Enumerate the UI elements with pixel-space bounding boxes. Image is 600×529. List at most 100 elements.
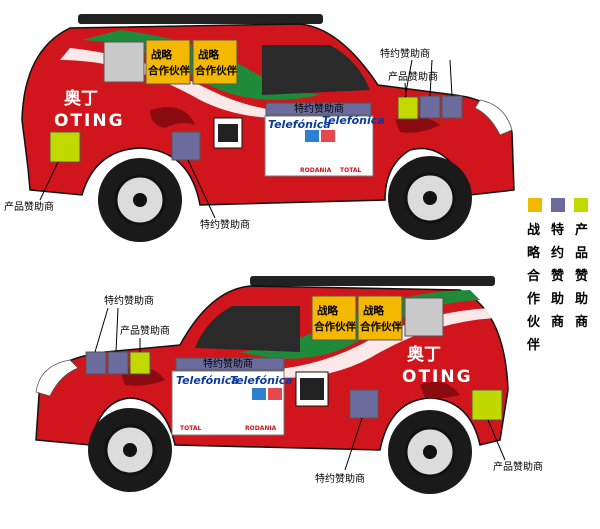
top-product-box-rear xyxy=(49,131,81,163)
top-callout-product-rear: 产品赞助商 xyxy=(4,200,54,213)
bottom-strategic-box-2 xyxy=(357,295,403,341)
top-emblem-inner xyxy=(218,124,238,142)
bottom-product-box-rear xyxy=(471,389,503,421)
bottom-front-wheel xyxy=(88,408,172,492)
legend-special-3: 助 xyxy=(551,291,564,307)
top-special-box-door xyxy=(171,131,201,161)
legend-product-1: 品 xyxy=(575,246,588,261)
legend-swatch-strategic xyxy=(528,198,542,212)
top-leader-product-rear xyxy=(39,161,59,201)
legend-strategic-1: 略 xyxy=(527,245,541,261)
bottom-special-banner-text: 特约赞助商 xyxy=(203,357,253,370)
legend-product-3: 助 xyxy=(575,291,588,307)
bottom-car: 战略 合作伙伴 战略 合作伙伴 奥丁 OTING 特约赞助商 Telefónic… xyxy=(35,276,543,494)
bottom-callout-product-front: 产品赞助商 xyxy=(120,324,170,337)
top-swirl-front xyxy=(395,116,440,133)
top-strategic-box-1 xyxy=(145,39,191,85)
top-logo-telefonica-1: Telefónica xyxy=(268,118,331,131)
legend-strategic-0: 战 xyxy=(527,222,540,238)
top-strategic-box-2-l2: 合作伙伴 xyxy=(194,64,237,77)
legend-strategic-2: 合 xyxy=(527,268,541,284)
legend-strategic-4: 伙 xyxy=(527,314,541,330)
bottom-roof-rack xyxy=(250,276,495,286)
top-sponsor-panel xyxy=(264,115,374,177)
top-leader-special-door xyxy=(187,159,216,219)
legend-special-1: 约 xyxy=(551,245,564,261)
legend-strategic-5: 伴 xyxy=(526,337,540,353)
top-product-box-front xyxy=(397,96,419,120)
bottom-special-box-front-2 xyxy=(107,351,129,375)
bottom-logo-number-b xyxy=(268,388,282,400)
bottom-callout-product-rear: 产品赞助商 xyxy=(493,460,543,473)
top-brand-en: OTING xyxy=(54,111,125,131)
bottom-leader-special-front-1 xyxy=(94,307,109,353)
bottom-emblem-inner xyxy=(300,378,324,400)
bottom-leader-product-rear xyxy=(487,419,506,461)
bottom-special-box-front-1 xyxy=(85,351,107,375)
top-leader-special-front-1 xyxy=(404,59,413,98)
top-strategic-box-1-l1: 战略 xyxy=(151,48,172,61)
bottom-rear-wheel xyxy=(388,410,472,494)
top-headlight xyxy=(474,99,513,136)
legend-product-0: 产 xyxy=(575,222,588,238)
bottom-logo-rodania: RODANIA xyxy=(245,425,277,432)
top-roof-rack xyxy=(78,14,323,24)
bottom-logo-number-a xyxy=(252,388,266,400)
top-callout-product-front: 产品赞助商 xyxy=(388,70,438,83)
bottom-strategic-box-1-l2: 合作伙伴 xyxy=(313,320,356,333)
top-strategic-box-1-l2: 合作伙伴 xyxy=(147,64,190,77)
legend-swatch-special xyxy=(551,198,565,212)
legend-product-2: 赞 xyxy=(574,268,588,284)
legend-special-0: 特 xyxy=(551,222,564,238)
top-callout-special-front: 特约赞助商 xyxy=(380,47,430,60)
bottom-logo-telefonica-1: Telefónica xyxy=(176,374,239,387)
bottom-swirl-rear xyxy=(420,381,460,399)
top-swirl-rear xyxy=(150,107,195,128)
top-logo-number-a xyxy=(305,130,319,142)
bottom-leader-special-door xyxy=(344,417,363,471)
legend-strategic-3: 作 xyxy=(527,291,540,307)
top-window xyxy=(262,45,370,95)
bottom-strategic-box-2-l1: 战略 xyxy=(363,304,384,317)
top-gray-box xyxy=(103,41,145,83)
top-special-banner-text: 特约赞助商 xyxy=(294,102,344,115)
top-leader-product-front xyxy=(404,82,407,98)
top-special-box-front-1 xyxy=(419,95,441,119)
top-leader-special-front-3 xyxy=(449,59,453,97)
legend-product-4: 商 xyxy=(575,314,588,330)
top-front-wheel xyxy=(388,156,472,240)
top-logo-total: TOTAL xyxy=(340,167,361,174)
bottom-brand-cn: 奥丁 xyxy=(407,344,441,365)
top-car: 战略 合作伙伴 战略 合作伙伴 奥丁 OTING 特约赞助商 Telefónic… xyxy=(4,14,515,242)
top-special-banner xyxy=(265,102,372,116)
top-brand-cn: 奥丁 xyxy=(64,88,98,109)
top-logo-telefonica-2: Telefónica xyxy=(322,114,385,127)
bottom-sponsor-panel xyxy=(171,370,285,436)
top-logo-number-b xyxy=(321,130,335,142)
legend-special-2: 赞 xyxy=(550,268,564,284)
top-strategic-box-2 xyxy=(192,39,238,85)
bottom-strategic-box-1 xyxy=(311,295,357,341)
bottom-leader-special-front-2 xyxy=(115,307,119,353)
bottom-logo-total: TOTAL xyxy=(180,425,201,432)
bottom-brand-en: OTING xyxy=(402,367,473,387)
top-callout-special-door: 特约赞助商 xyxy=(200,218,250,231)
top-rear-wheel xyxy=(98,158,182,242)
bottom-special-box-door xyxy=(349,389,379,419)
bottom-callout-special-door: 特约赞助商 xyxy=(315,472,365,485)
top-logo-rodania: RODANIA xyxy=(300,167,332,174)
legend: 战 略 合 作 伙 伴 特 约 赞 助 商 产 品 赞 助 商 xyxy=(526,198,588,353)
bottom-strategic-box-2-l2: 合作伙伴 xyxy=(359,320,402,333)
bottom-strategic-box-1-l1: 战略 xyxy=(317,304,338,317)
top-strategic-box-2-l1: 战略 xyxy=(198,48,219,61)
bottom-gray-box xyxy=(404,297,444,337)
bottom-callout-special-front: 特约赞助商 xyxy=(104,294,154,307)
bottom-logo-telefonica-2: Telefónica xyxy=(230,374,293,387)
bottom-special-banner xyxy=(175,357,285,371)
top-special-box-front-2 xyxy=(441,95,463,119)
bottom-headlight xyxy=(35,359,79,397)
legend-special-4: 商 xyxy=(551,314,564,330)
legend-swatch-product xyxy=(574,198,588,212)
bottom-product-box-front xyxy=(129,351,151,375)
